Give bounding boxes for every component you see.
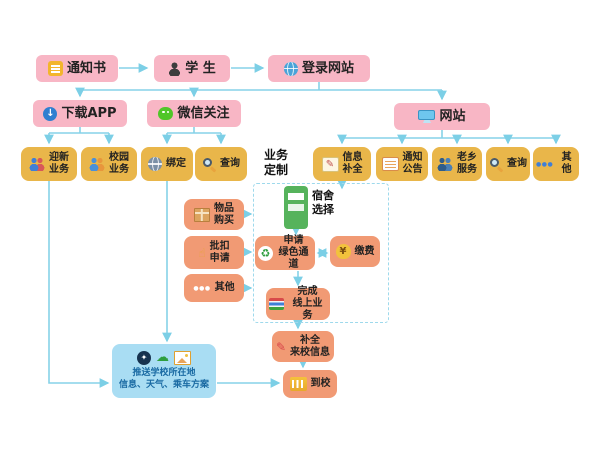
node-push-local-info: ✦ ☁ 推送学校所在地 信息、天气、乘车方案 [112, 344, 216, 398]
node-label: 登录网站 [301, 60, 354, 76]
node-label: 批扣 申请 [209, 240, 230, 264]
node-welcome-service: 迎新 业务 [21, 147, 77, 181]
bunk-bed-icon [284, 186, 308, 229]
node-hometown-service: 老乡 服务 [432, 147, 482, 181]
node-label: 通知 公告 [402, 152, 423, 175]
node-wechat-follow: 微信关注 [147, 100, 241, 127]
notice-card-icon [381, 157, 399, 171]
node-complete-arrival-info: ✎ 补全 来校信息 [272, 331, 334, 362]
node-label: 绑定 [166, 158, 186, 170]
photo-icon [174, 350, 191, 365]
node-login-website: 登录网站 [268, 55, 370, 82]
search-icon [202, 157, 216, 171]
node-label: 其他 [561, 152, 572, 175]
app-logo-icon: ✦ [137, 350, 151, 365]
search-icon [489, 157, 503, 171]
node-download-app: ↓ 下载APP [33, 100, 127, 127]
node-label: 到校 [310, 378, 331, 390]
people-icon [89, 157, 105, 171]
money-bag-icon: ¥ [335, 244, 351, 259]
node-green-channel: ♻ 申请 绿色通道 [255, 235, 315, 270]
pencil-form-icon: ✎ [321, 156, 339, 172]
node-label: 物品 购买 [214, 202, 234, 226]
node-label: 申请 绿色通道 [278, 235, 309, 270]
node-label: 网站 [439, 108, 466, 124]
node-label: 微信关注 [177, 105, 230, 121]
parcel-box-icon [194, 207, 210, 222]
people-icon [437, 157, 453, 171]
books-icon [269, 298, 284, 310]
label-business-customization: 业务 定制 [263, 148, 288, 177]
node-other-business: ●●● 其他 [184, 274, 244, 302]
node-dorm-selection: 宿舍 选择 [284, 186, 334, 229]
node-label: 宿舍 选择 [312, 189, 334, 216]
node-complete-online-business: 完成 线上业务 [266, 286, 330, 321]
school-building-icon [289, 377, 307, 391]
node-payment: ¥ 缴费 [330, 236, 380, 267]
notepad-icon [47, 61, 63, 76]
pencil-icon: ✎ [275, 339, 287, 354]
monitor-icon [418, 109, 436, 124]
node-label: 完成 线上业务 [292, 286, 323, 321]
node-label: 补全 来校信息 [290, 334, 331, 358]
bind-globe-icon [148, 157, 162, 171]
node-batch-deduction: ☝ 批扣 申请 [184, 236, 244, 269]
globe-icon [283, 61, 298, 76]
node-label: 校园 业务 [109, 152, 129, 175]
group-business-customization [253, 183, 389, 323]
node-label: 缴费 [354, 245, 375, 257]
hand-icon: ☝ [198, 245, 206, 260]
download-icon: ↓ [43, 106, 58, 121]
student-icon [168, 61, 182, 76]
node-query-wechat: 查询 [195, 147, 247, 181]
node-query-website: 查询 [486, 147, 530, 181]
wechat-icon [158, 107, 174, 120]
node-label: 信息 补全 [342, 152, 363, 175]
push-icons-row: ✦ ☁ [137, 350, 191, 366]
people-icon [29, 157, 45, 171]
node-label: 推送学校所在地 信息、天气、乘车方案 [118, 367, 209, 390]
node-label: 下载APP [61, 105, 117, 121]
node-goods-purchase: 物品 购买 [184, 199, 244, 230]
dots-icon: ●●● [193, 284, 211, 292]
node-label: 学 生 [185, 60, 216, 76]
node-campus-service: 校园 业务 [81, 147, 137, 181]
node-label: 迎新 业务 [49, 152, 69, 175]
node-label: 通知书 [66, 60, 106, 76]
weather-cloud-icon: ☁ [156, 350, 169, 366]
node-notice-announcement: 通知 公告 [376, 147, 428, 181]
node-website: 网站 [394, 103, 490, 130]
dots-icon: ●●● [536, 160, 554, 168]
node-notification-letter: 通知书 [36, 55, 118, 82]
node-student: 学 生 [154, 55, 230, 82]
node-bind: 绑定 [141, 147, 193, 181]
node-info-completion: ✎ 信息 补全 [313, 147, 371, 181]
node-other-website: ●●● 其他 [533, 147, 579, 181]
recycle-icon: ♻ [258, 245, 273, 261]
node-label: 查询 [507, 158, 527, 170]
node-label: 老乡 服务 [457, 152, 477, 175]
node-label: 其他 [214, 282, 235, 294]
node-label: 查询 [220, 158, 240, 170]
node-arrive-school: 到校 [283, 370, 337, 398]
